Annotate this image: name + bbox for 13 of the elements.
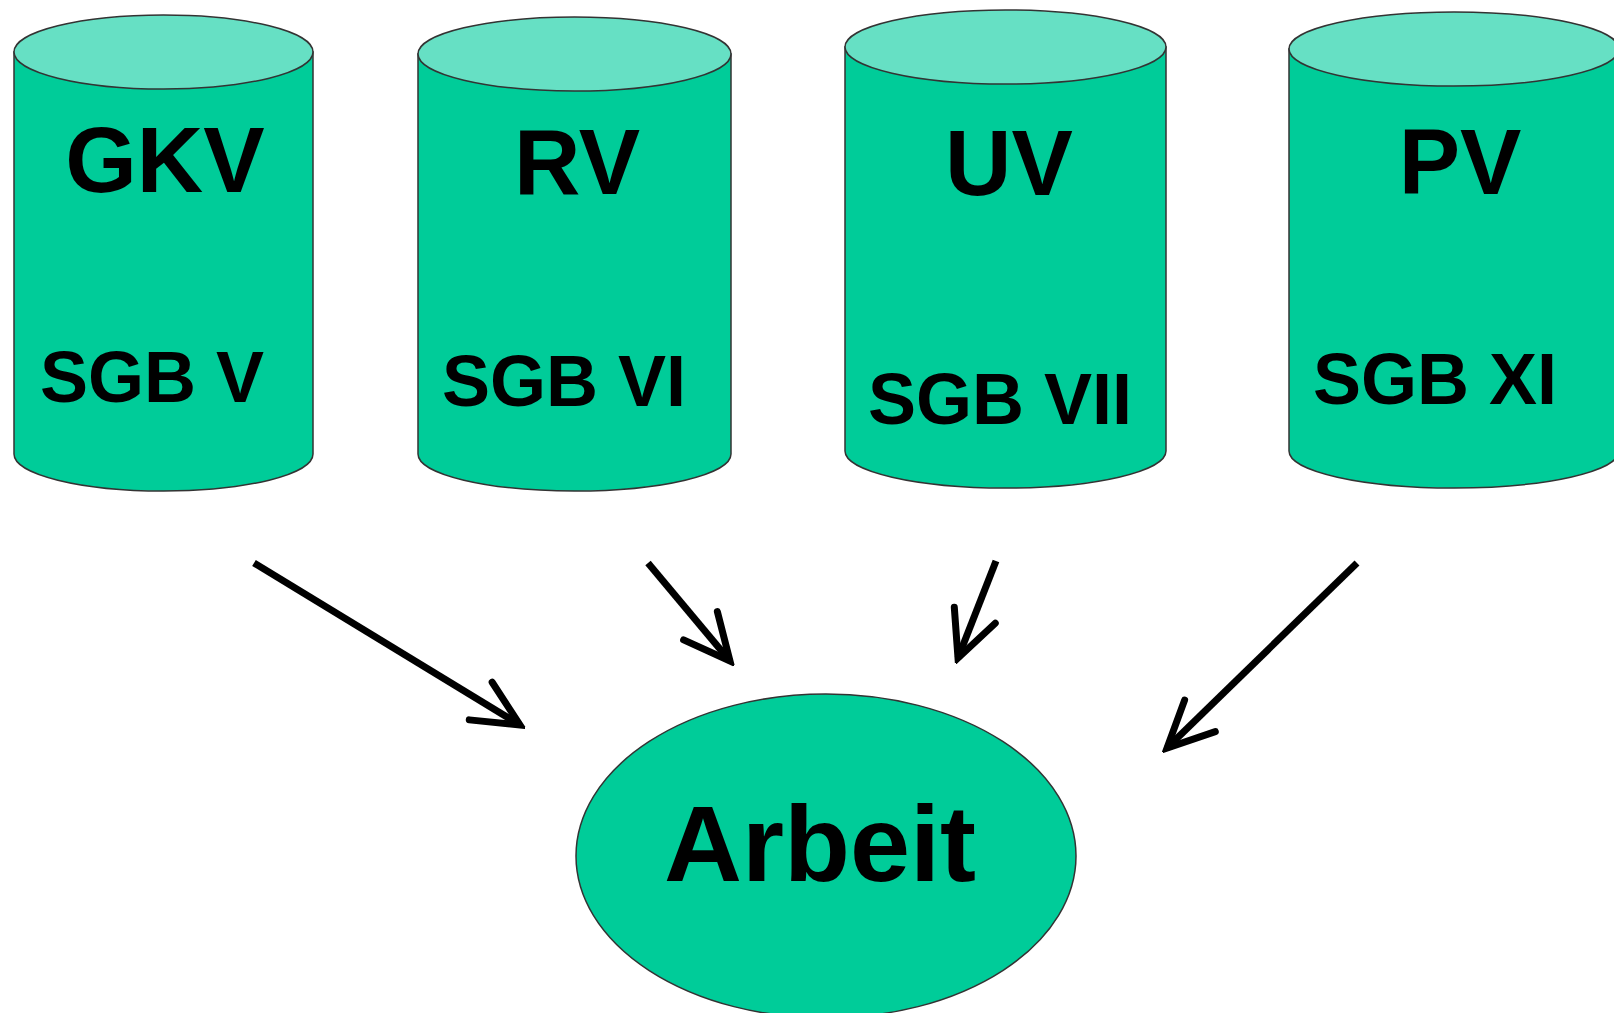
arrow <box>950 559 1000 662</box>
arrow <box>645 560 734 665</box>
node-subtitle: SGB XI <box>1312 343 1558 415</box>
node-title: GKV <box>65 114 265 206</box>
arrow <box>1163 560 1360 752</box>
node-title: RV <box>513 116 641 208</box>
node-title: UV <box>945 117 1073 209</box>
node-subtitle: SGB V <box>39 341 265 413</box>
node-title: Arbeit <box>664 790 976 898</box>
node-subtitle: SGB VI <box>441 345 687 417</box>
node-title: PV <box>1398 116 1522 208</box>
node-subtitle: SGB VII <box>867 363 1133 435</box>
arrow <box>252 560 524 729</box>
